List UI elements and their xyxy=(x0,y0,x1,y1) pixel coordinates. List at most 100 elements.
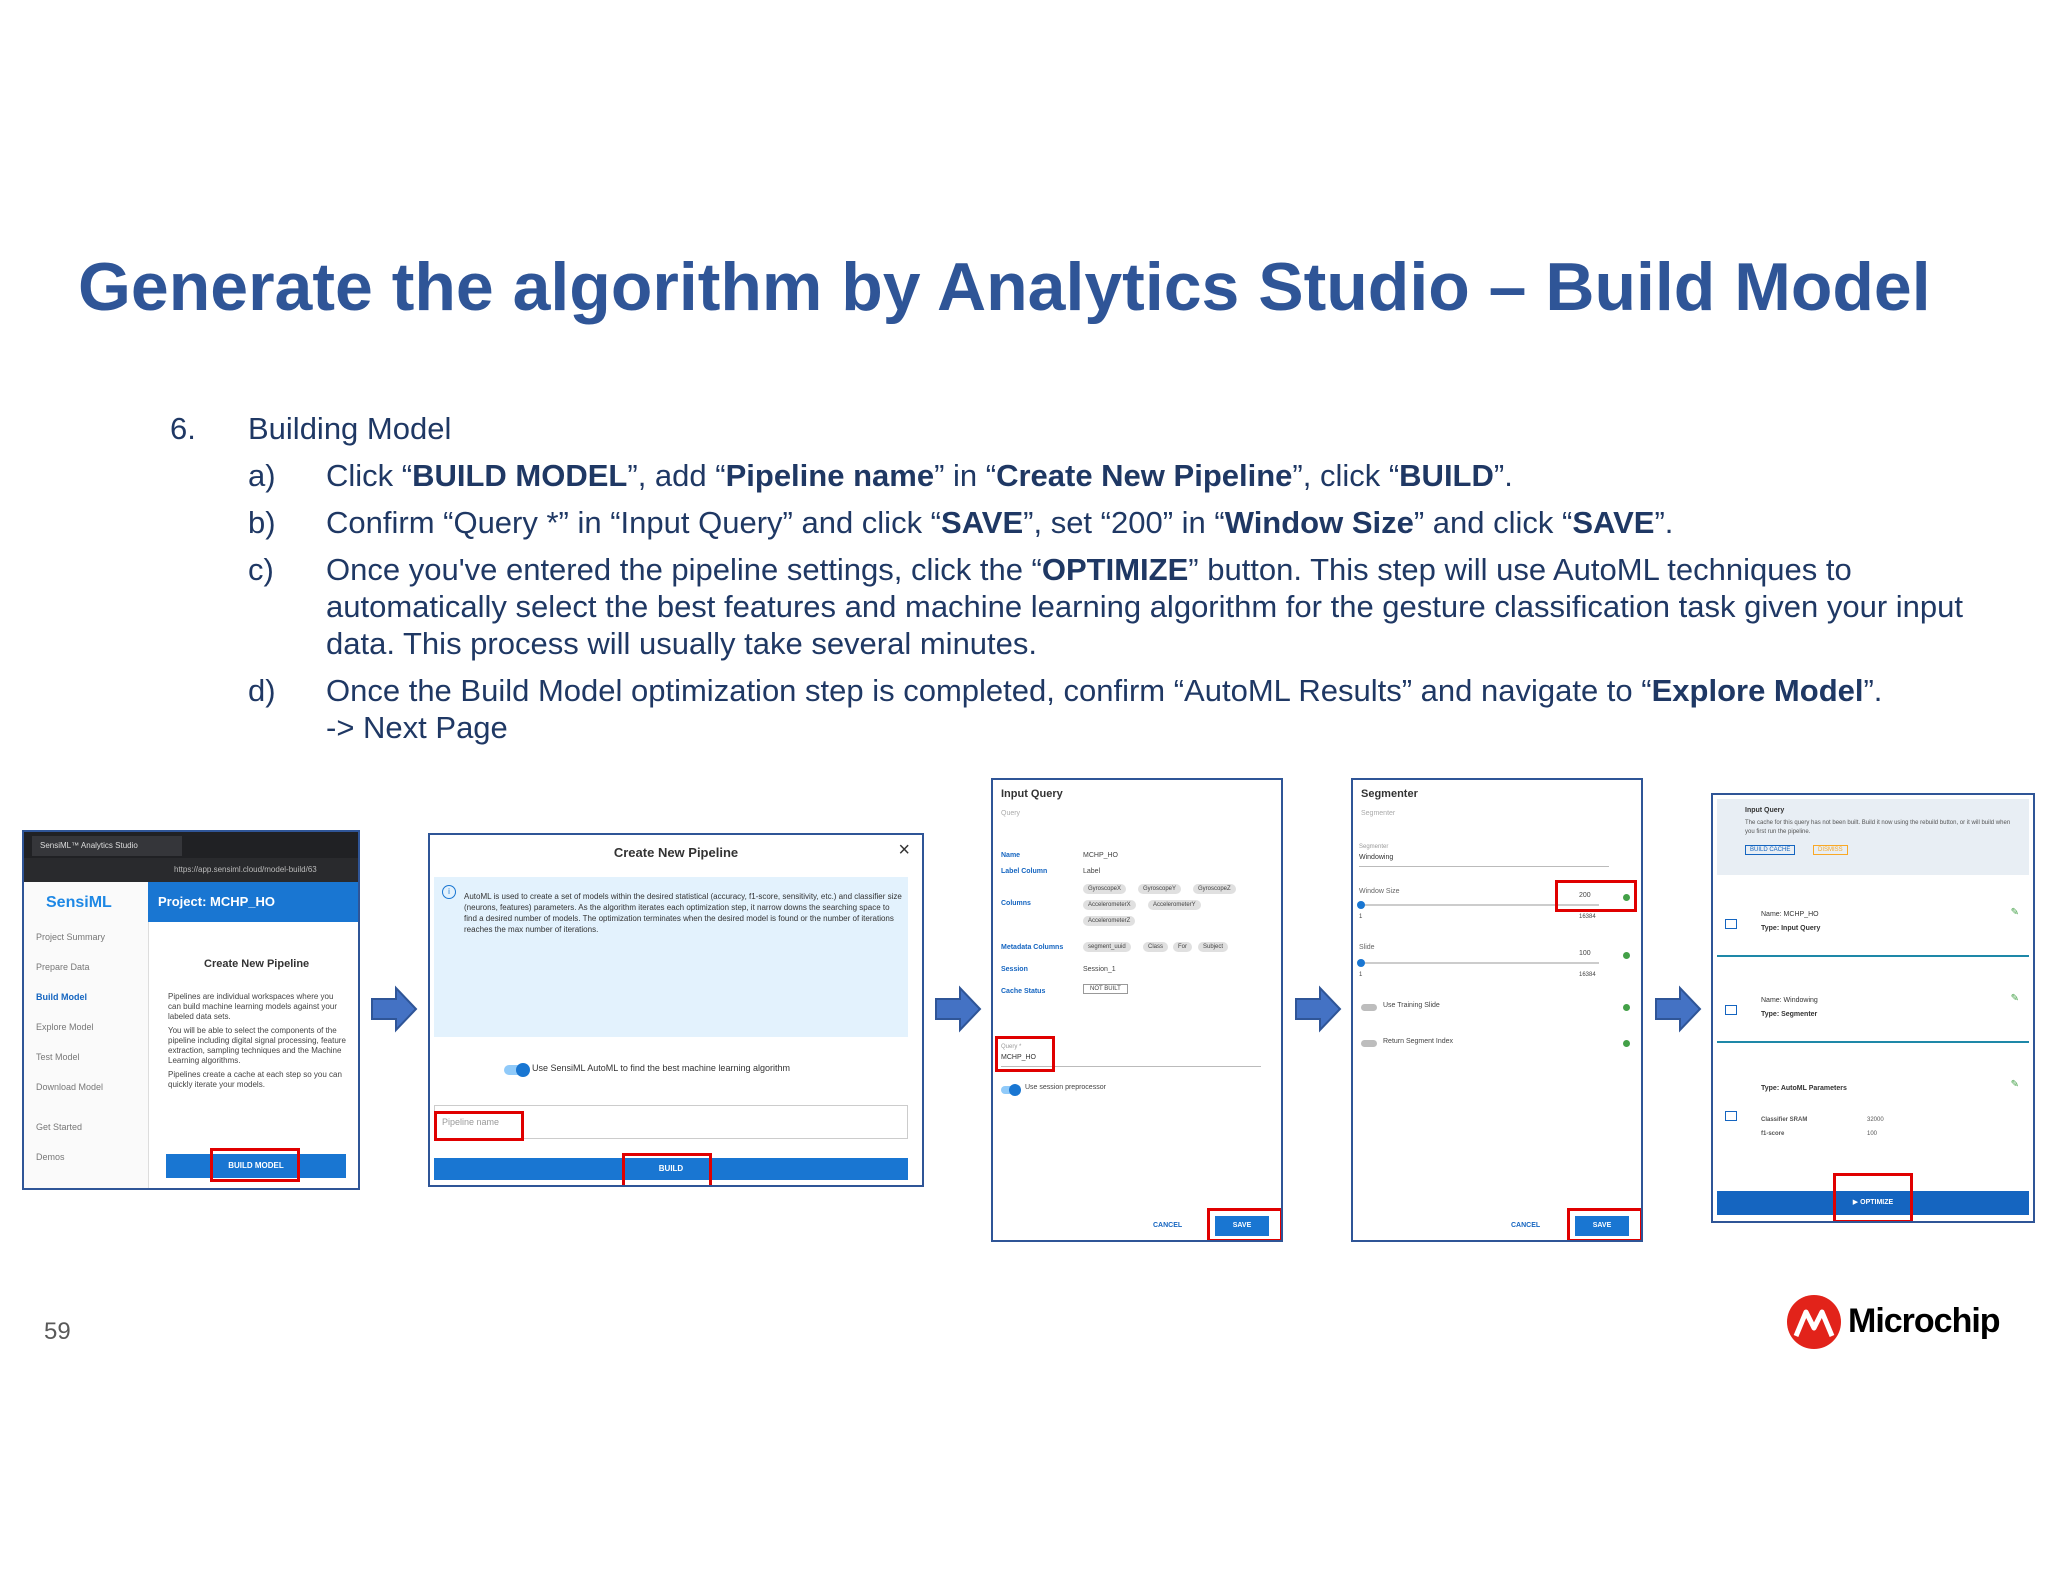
edit-icon[interactable]: ✎ xyxy=(2010,993,2019,1004)
optimize-button[interactable]: ▶ OPTIMIZE xyxy=(1717,1191,2029,1215)
sidebar-item-prepare-data[interactable]: Prepare Data xyxy=(36,962,90,972)
step-item-text: Click “BUILD MODEL”, add “Pipeline name”… xyxy=(326,457,1976,494)
step2-name: Name: Windowing xyxy=(1761,997,1818,1004)
highlight-box xyxy=(1207,1208,1281,1240)
page-number: 59 xyxy=(44,1318,71,1345)
window-size-slider[interactable] xyxy=(1357,901,1599,909)
step-icon xyxy=(1725,1111,1737,1121)
build-model-button[interactable]: BUILD MODEL xyxy=(166,1154,346,1178)
cancel-button[interactable]: CANCEL xyxy=(1511,1222,1541,1229)
status-dot-icon xyxy=(1623,1040,1630,1047)
build-cache-button[interactable]: BUILD CACHE xyxy=(1745,845,1796,855)
highlight-box xyxy=(1833,1173,1913,1221)
plain-text: ” in “ xyxy=(934,458,997,493)
label-column-value: Label xyxy=(1083,868,1101,875)
highlight-box xyxy=(622,1153,712,1185)
step-connector xyxy=(1717,1041,2029,1043)
step-connector xyxy=(1717,955,2029,957)
project-header: Project: MCHP_HO xyxy=(148,882,358,922)
plain-text: ”, set “200” in “ xyxy=(1023,505,1225,540)
sidebar-item-build-model[interactable]: Build Model xyxy=(36,992,87,1002)
window-size-input[interactable]: 200 xyxy=(1579,892,1591,899)
sidebar-item-get-started[interactable]: Get Started xyxy=(36,1122,83,1132)
window-size-label: Window Size xyxy=(1359,888,1400,895)
save-button[interactable]: SAVE xyxy=(1215,1216,1269,1236)
emphasis-text: Window Size xyxy=(1224,505,1414,540)
plain-text: ” button. This step will use AutoML tech… xyxy=(326,552,1963,661)
emphasis-text: BUILD xyxy=(1399,458,1494,493)
use-training-slide-toggle[interactable] xyxy=(1361,1004,1377,1011)
segmenter-select[interactable]: Windowing xyxy=(1359,854,1394,861)
screenshot-input-query: Input Query Query Name MCHP_HO Label Col… xyxy=(991,778,1283,1242)
pipeline-name-placeholder: Pipeline name xyxy=(442,1117,500,1127)
section-title: Segmenter xyxy=(1361,788,1418,800)
save-button[interactable]: SAVE xyxy=(1575,1216,1629,1236)
arrow-right-icon xyxy=(1295,985,1342,1033)
browser-tab[interactable]: SensiML™ Analytics Studio xyxy=(32,836,182,856)
sram-key: Classifier SRAM xyxy=(1761,1117,1808,1123)
step-item: c)Once you've entered the pipeline setti… xyxy=(170,551,2010,662)
step2-type: Type: Segmenter xyxy=(1761,1011,1818,1018)
slide-min: 1 xyxy=(1359,972,1363,978)
instructions: 6. Building Model a)Click “BUILD MODEL”,… xyxy=(170,410,2010,746)
columns-key: Columns xyxy=(1001,900,1031,907)
microchip-logo-icon xyxy=(1787,1295,1841,1349)
column-chip: GyroscopeZ xyxy=(1193,884,1236,894)
step-item: b)Confirm “Query *” in “Input Query” and… xyxy=(170,504,2010,541)
screenshot-build-model-page: SensiML™ Analytics Studio https://app.se… xyxy=(22,830,360,1190)
slide-input[interactable]: 100 xyxy=(1579,950,1591,957)
status-dot-icon xyxy=(1623,1004,1630,1011)
session-value: Session_1 xyxy=(1083,966,1116,973)
f1-key: f1-score xyxy=(1761,1131,1785,1137)
step-item-label: a) xyxy=(248,458,276,493)
build-button[interactable]: BUILD xyxy=(434,1158,908,1180)
segmenter-select-label: Segmenter xyxy=(1359,844,1389,850)
step3-type: Type: AutoML Parameters xyxy=(1761,1085,1847,1092)
emphasis-text: Pipeline name xyxy=(725,458,935,493)
slide-slider[interactable] xyxy=(1357,959,1599,967)
edit-icon[interactable]: ✎ xyxy=(2010,907,2019,918)
highlight-box xyxy=(434,1111,524,1141)
plain-text: Click “ xyxy=(326,458,413,493)
sidebar-item-test-model[interactable]: Test Model xyxy=(36,1052,80,1062)
screenshot-pipeline-optimize: Input Query The cache for this query has… xyxy=(1711,793,2035,1223)
card-text: Pipelines are individual workspaces wher… xyxy=(168,992,348,1090)
step-item: a)Click “BUILD MODEL”, add “Pipeline nam… xyxy=(170,457,2010,494)
step-item-text: Once the Build Model optimization step i… xyxy=(326,672,1976,746)
dialog-title: Create New Pipeline xyxy=(613,845,739,860)
close-icon[interactable]: × xyxy=(898,839,910,861)
highlight-box xyxy=(1567,1208,1641,1240)
warning-title: Input Query xyxy=(1745,807,1785,814)
cancel-button[interactable]: CANCEL xyxy=(1153,1222,1183,1229)
sidebar-item-demos[interactable]: Demos xyxy=(36,1152,65,1162)
sidebar: SensiML Project Summary Prepare Data Bui… xyxy=(24,882,149,1188)
sidebar-item-project-summary[interactable]: Project Summary xyxy=(36,932,106,942)
session-preprocessor-toggle[interactable] xyxy=(1001,1084,1021,1096)
slide-max: 16384 xyxy=(1579,972,1596,978)
column-chip: AccelerometerZ xyxy=(1083,916,1136,926)
section-title: Input Query xyxy=(1001,788,1063,800)
screenshot-create-pipeline-dialog: Create New Pipeline × i AutoML is used t… xyxy=(428,833,924,1187)
card-description: Pipelines are individual workspaces wher… xyxy=(168,992,337,1021)
return-segment-index-toggle[interactable] xyxy=(1361,1040,1377,1047)
screenshot-segmenter: Segmenter Segmenter Segmenter Windowing … xyxy=(1351,778,1643,1242)
emphasis-text: Create New Pipeline xyxy=(996,458,1293,493)
emphasis-text: Explore Model xyxy=(1651,673,1864,708)
query-select[interactable]: MCHP_HO xyxy=(1001,1054,1037,1061)
sidebar-item-download-model[interactable]: Download Model xyxy=(36,1082,104,1092)
sidebar-item-explore-model[interactable]: Explore Model xyxy=(36,1022,94,1032)
info-panel: i AutoML is used to create a set of mode… xyxy=(434,877,908,1037)
dismiss-button[interactable]: DISMISS xyxy=(1813,845,1848,855)
step-item: d)Once the Build Model optimization step… xyxy=(170,672,2010,746)
card-bullet: Pipelines create a cache at each step so… xyxy=(168,1070,342,1089)
edit-icon[interactable]: ✎ xyxy=(2010,1079,2019,1090)
window-size-min: 1 xyxy=(1359,914,1363,920)
use-training-slide-label: Use Training Slide xyxy=(1383,1002,1440,1009)
automl-toggle[interactable] xyxy=(504,1063,530,1077)
column-chip: AccelerometerX xyxy=(1083,900,1136,910)
emphasis-text: SAVE xyxy=(1572,505,1655,540)
session-key: Session xyxy=(1001,966,1028,973)
browser-url[interactable]: https://app.sensiml.cloud/model-build/63 xyxy=(24,858,358,882)
plain-text: ”, click “ xyxy=(1292,458,1400,493)
plain-text: ”. xyxy=(1654,505,1674,540)
